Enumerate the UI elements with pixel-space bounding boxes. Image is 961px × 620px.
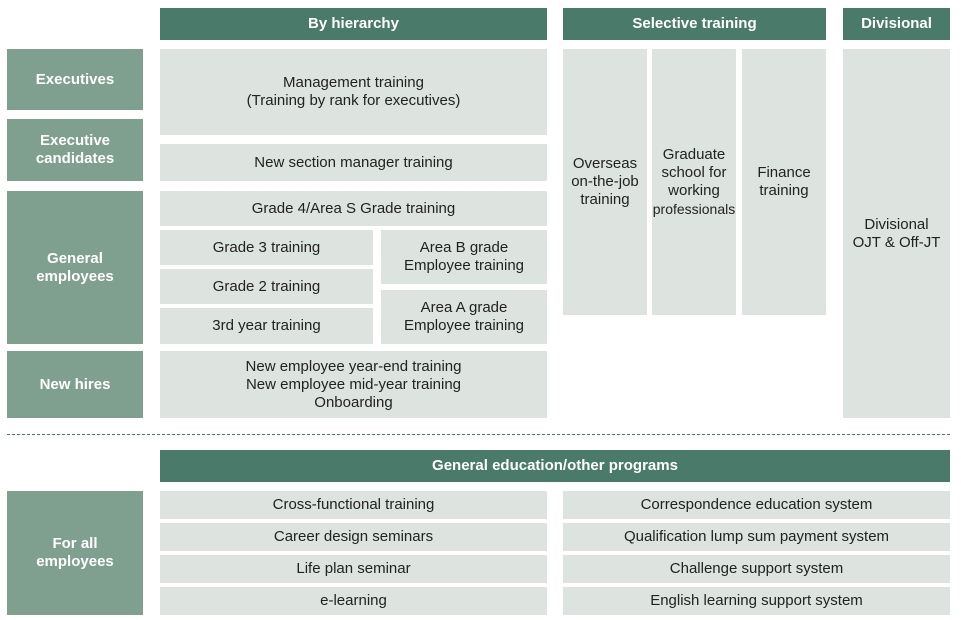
graduate-school-label: Graduate school for working [661, 146, 727, 199]
level-all-employees: For all employees [7, 491, 143, 615]
management-training: Management training (Training by rank fo… [160, 49, 547, 135]
graduate-school-professionals: professionals [652, 201, 736, 217]
graduate-school: Graduate school for working professional… [652, 49, 736, 315]
section-manager-training: New section manager training [160, 144, 547, 181]
program-cross-functional: Cross-functional training [160, 491, 547, 519]
section-divider [7, 434, 950, 435]
finance-training: Finance training [742, 49, 826, 315]
header-by-hierarchy: By hierarchy [160, 8, 547, 40]
header-selective-training: Selective training [563, 8, 826, 40]
header-general-education: General education/other programs [160, 450, 950, 482]
level-general-employees: General employees [7, 191, 143, 344]
grade3-training: Grade 3 training [160, 230, 373, 265]
third-year-training: 3rd year training [160, 308, 373, 344]
program-e-learning: e-learning [160, 587, 547, 615]
level-executive-candidates: Executive candidates [7, 119, 143, 181]
level-executives: Executives [7, 49, 143, 110]
level-new-hires: New hires [7, 351, 143, 418]
new-employee-training: New employee year-end training New emplo… [160, 351, 547, 418]
header-divisional: Divisional [843, 8, 950, 40]
area-b-training: Area B grade Employee training [381, 230, 547, 284]
program-english-learning: English learning support system [563, 587, 950, 615]
overseas-ojt: Overseas on-the-job training [563, 49, 647, 315]
program-correspondence: Correspondence education system [563, 491, 950, 519]
program-qualification-payment: Qualification lump sum payment system [563, 523, 950, 551]
program-challenge-support: Challenge support system [563, 555, 950, 583]
grade4-training: Grade 4/Area S Grade training [160, 191, 547, 226]
program-life-plan: Life plan seminar [160, 555, 547, 583]
grade2-training: Grade 2 training [160, 269, 373, 304]
divisional-ojt: Divisional OJT & Off-JT [843, 49, 950, 418]
area-a-training: Area A grade Employee training [381, 290, 547, 344]
program-career-design: Career design seminars [160, 523, 547, 551]
